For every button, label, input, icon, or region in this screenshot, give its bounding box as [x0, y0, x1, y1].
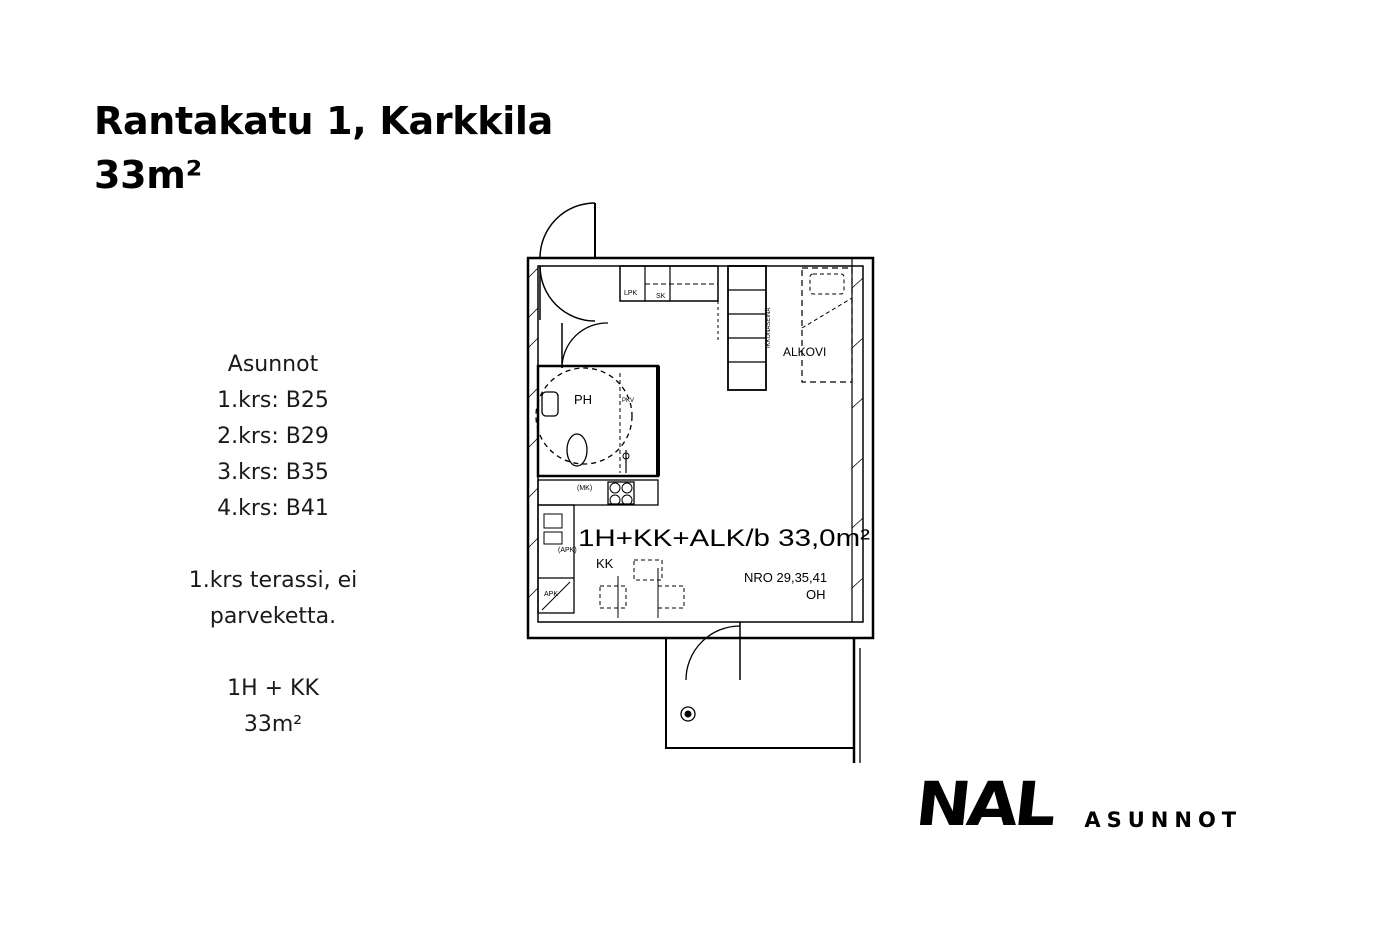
address-title: Rantakatu 1, Karkkila: [94, 99, 553, 143]
floor-plan: PH KK ALKOVI LPK SK (MK) (APK) APK IKKUN…: [526, 202, 875, 763]
label-apk-paren: (APK): [558, 547, 577, 554]
page-title: Rantakatu 1, Karkkila 33m²: [94, 94, 553, 202]
spacer: [150, 527, 396, 563]
floor-line-2: 2.krs: B29: [217, 424, 329, 449]
spacer: [150, 635, 396, 671]
brand-logo: NAL ASUNNOT: [912, 769, 1243, 840]
label-ikkunaseina: IKKUNASEINÄ: [765, 308, 772, 348]
label-apk: APK: [544, 591, 558, 598]
floor-line-3: 3.krs: B35: [217, 460, 329, 485]
info-heading: Asunnot: [227, 352, 319, 377]
label-alcove: ALKOVI: [783, 345, 826, 359]
brand-name: ASUNNOT: [1084, 808, 1243, 832]
label-kitchenette: KK: [596, 556, 614, 571]
label-mk: (MK): [577, 485, 592, 492]
floor-line-1: 1.krs: B25: [217, 388, 329, 413]
floor-line-4: 4.krs: B41: [217, 496, 329, 521]
label-sk: SK: [656, 293, 666, 300]
terrace-line-2: parveketta.: [209, 604, 337, 629]
label-ceiling: OH: [806, 587, 826, 602]
label-lpk: LPK: [624, 290, 638, 297]
apartment-type: 1H + KK: [227, 676, 319, 701]
nal-logo: NAL: [912, 769, 1057, 840]
info-panel: Asunnot 1.krs: B25 2.krs: B29 3.krs: B35…: [150, 347, 396, 743]
label-bathroom: PH: [574, 392, 592, 407]
label-pkv: PKV: [622, 398, 634, 404]
area-title: 33m²: [94, 153, 202, 197]
apartment-area: 33m²: [243, 712, 303, 737]
terrace-line-1: 1.krs terassi, ei: [188, 568, 358, 593]
label-apartment-numbers: NRO 29,35,41: [744, 570, 827, 585]
label-apartment-type: 1H+KK+ALK/b 33,0m²: [578, 525, 870, 552]
